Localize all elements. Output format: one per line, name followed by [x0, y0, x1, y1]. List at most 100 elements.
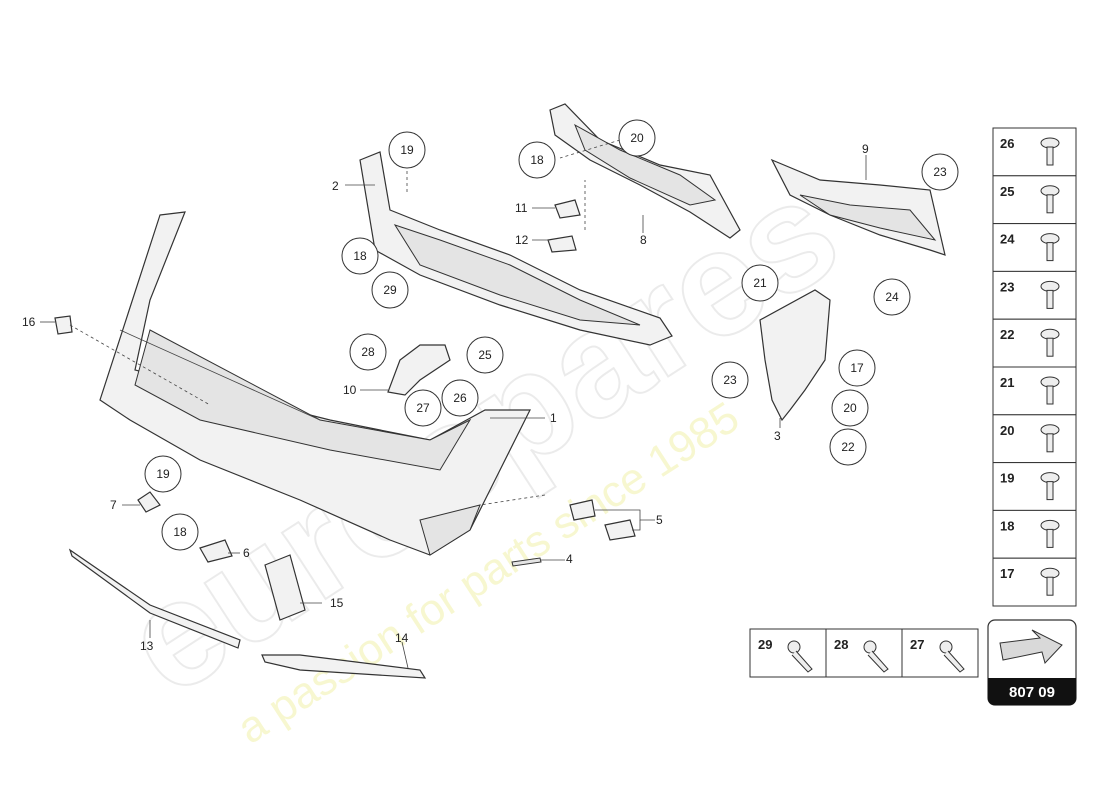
fastener-icon — [1040, 233, 1060, 262]
ref-callout-label: 24 — [885, 290, 899, 304]
ref-callout-label: 19 — [400, 143, 414, 157]
fastener-icon — [1040, 376, 1060, 405]
hardware-number: 26 — [1000, 136, 1014, 151]
side-grille — [770, 158, 946, 256]
callout-15: 15 — [330, 596, 344, 610]
hardware-number: 21 — [1000, 375, 1014, 390]
hardware-number: 23 — [1000, 279, 1014, 294]
callout-14: 14 — [395, 631, 409, 645]
page-badge: 807 09 — [987, 619, 1077, 706]
bumper-cover — [99, 211, 531, 556]
callout-7: 7 — [110, 498, 117, 512]
hardware-cell-27: 27 — [901, 628, 979, 678]
hardware-cell-26: 26 — [992, 127, 1077, 177]
fastener-icon — [863, 640, 889, 673]
callout-9: 9 — [862, 142, 869, 156]
ref-callout-label: 20 — [843, 401, 857, 415]
hardware-number: 22 — [1000, 327, 1014, 342]
fastener-icon — [1040, 137, 1060, 166]
fastener-icon — [1040, 185, 1060, 214]
ref-callout-18: 18 — [341, 237, 379, 275]
ref-callout-21: 21 — [741, 264, 779, 302]
arrow-icon — [999, 629, 1063, 664]
hardware-cell-21: 21 — [992, 366, 1077, 416]
ref-callout-label: 18 — [173, 525, 187, 539]
ref-callout-label: 19 — [156, 467, 170, 481]
ref-callout-23: 23 — [921, 153, 959, 191]
bracket-3 — [759, 289, 831, 422]
ref-callout-label: 22 — [841, 440, 855, 454]
ref-callout-26: 26 — [441, 379, 479, 417]
callout-8: 8 — [640, 233, 647, 247]
fastener-icon — [1040, 567, 1060, 596]
callout-16: 16 — [22, 315, 36, 329]
hardware-cell-23: 23 — [992, 270, 1077, 320]
page-code: 807 09 — [1009, 684, 1055, 701]
hardware-cell-18: 18 — [992, 509, 1077, 559]
callout-13: 13 — [140, 639, 154, 653]
hardware-number: 19 — [1000, 471, 1014, 486]
hardware-number: 18 — [1000, 518, 1014, 533]
ref-callout-22: 22 — [829, 428, 867, 466]
small-parts — [54, 199, 636, 679]
ref-callout-18: 18 — [518, 141, 556, 179]
ref-callout-18: 18 — [161, 513, 199, 551]
callout-4: 4 — [566, 552, 573, 566]
ref-callout-19: 19 — [144, 455, 182, 493]
bumper-carrier — [359, 151, 673, 346]
hardware-cell-28: 28 — [825, 628, 903, 678]
ref-callout-23: 23 — [711, 361, 749, 399]
callout-2: 2 — [332, 179, 339, 193]
fastener-icon — [939, 640, 965, 673]
callout-1: 1 — [550, 411, 557, 425]
hardware-cell-17: 17 — [992, 557, 1077, 607]
hardware-column: 26 25 24 23 22 21 20 19 18 17 — [992, 127, 1077, 607]
hardware-cell-24: 24 — [992, 223, 1077, 272]
fastener-icon — [1040, 519, 1060, 548]
ref-callout-28: 28 — [349, 333, 387, 371]
hardware-cell-22: 22 — [992, 318, 1077, 368]
hardware-number: 29 — [758, 637, 772, 652]
ref-callout-label: 17 — [850, 361, 864, 375]
callout-6: 6 — [243, 546, 250, 560]
fastener-icon — [1040, 328, 1060, 357]
hardware-cell-19: 19 — [992, 462, 1077, 511]
ref-callout-label: 18 — [353, 249, 367, 263]
ref-callout-label: 26 — [453, 391, 467, 405]
hardware-cell-20: 20 — [992, 414, 1077, 464]
fastener-icon — [1040, 280, 1060, 309]
grille-frame — [549, 103, 741, 239]
ref-callout-17: 17 — [838, 349, 876, 387]
hardware-number: 17 — [1000, 566, 1014, 581]
hardware-cell-25: 25 — [992, 175, 1077, 225]
ref-callout-label: 18 — [530, 153, 544, 167]
hardware-row: 29 28 27 — [749, 628, 979, 678]
callout-5: 5 — [656, 513, 663, 527]
plain-callouts: 1 2 3 4 5 6 7 8 9 10 11 12 13 14 15 16 — [22, 142, 869, 653]
ref-callout-20: 20 — [618, 119, 656, 157]
leader-lines — [40, 139, 867, 669]
callout-3: 3 — [774, 429, 781, 443]
ref-callout-19: 19 — [388, 131, 426, 169]
hardware-cell-29: 29 — [749, 628, 827, 678]
hardware-number: 25 — [1000, 184, 1014, 199]
hardware-number: 20 — [1000, 423, 1014, 438]
ref-callout-label: 29 — [383, 283, 397, 297]
callout-10: 10 — [343, 383, 357, 397]
ref-callout-label: 23 — [723, 373, 737, 387]
ref-callout-24: 24 — [873, 278, 911, 316]
ref-callout-label: 27 — [416, 401, 430, 415]
ref-callout-label: 20 — [630, 131, 644, 145]
hardware-number: 27 — [910, 637, 924, 652]
ref-callout-label: 28 — [361, 345, 375, 359]
callout-12: 12 — [515, 233, 529, 247]
ref-callout-20: 20 — [831, 389, 869, 427]
ref-callout-label: 25 — [478, 348, 492, 362]
bracket-10 — [387, 344, 451, 396]
ref-callout-label: 21 — [753, 276, 767, 290]
callout-11: 11 — [515, 201, 528, 215]
ref-callout-29: 29 — [371, 271, 409, 309]
ref-callout-25: 25 — [466, 336, 504, 374]
